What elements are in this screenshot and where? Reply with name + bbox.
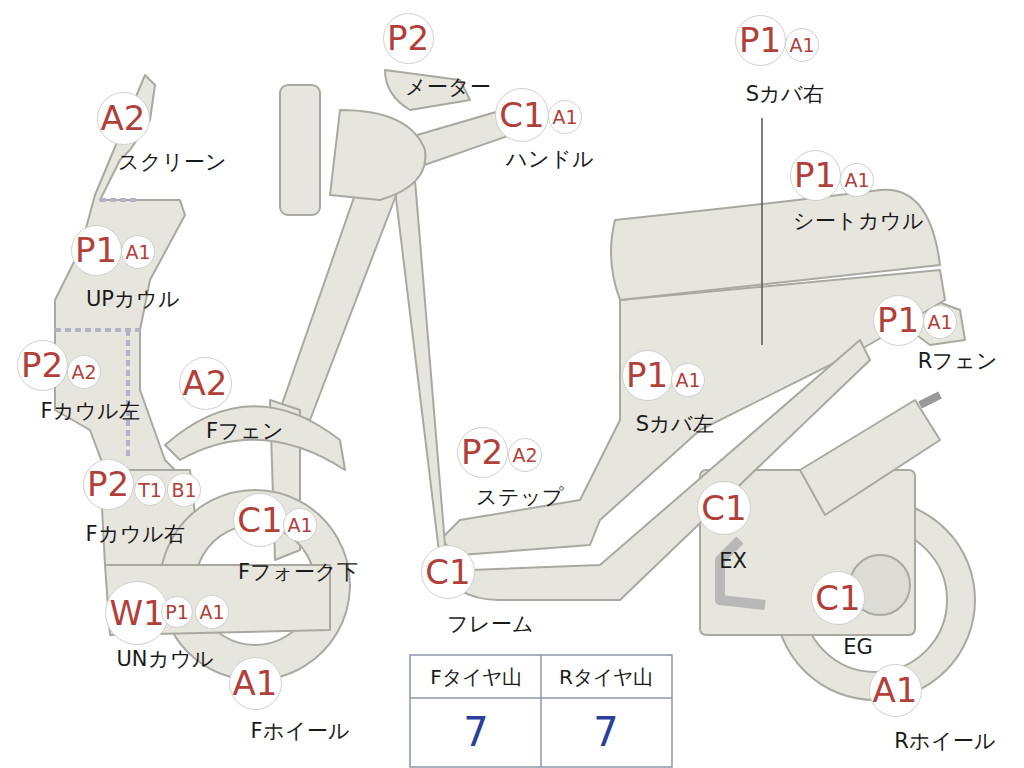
part-name: Fカウル左 — [40, 400, 139, 423]
damage-code-small-circle: A1 — [671, 363, 705, 397]
damage-code: C1 — [237, 503, 282, 537]
damage-code: A2 — [183, 366, 228, 400]
damage-code-circle: A1 — [229, 657, 282, 710]
damage-code-circle: P1 — [71, 225, 122, 276]
damage-code-small-circle: A1 — [548, 100, 582, 134]
part-name: メーター — [405, 76, 491, 99]
damage-code: P1 — [877, 303, 919, 337]
damage-code: T1 — [138, 481, 162, 500]
table-header: Rタイヤ山 — [559, 667, 653, 687]
damage-code-small-circle: A1 — [195, 595, 229, 629]
damage-code: P1 — [626, 358, 668, 392]
damage-code: P1 — [794, 158, 836, 192]
damage-code-circle: P1 — [735, 15, 786, 66]
damage-code-circle: A2 — [97, 92, 150, 145]
damage-code-small-circle: A1 — [785, 28, 819, 62]
part-name: Fカウル右 — [85, 523, 184, 546]
damage-code: C1 — [815, 581, 860, 615]
part-name: ステップ — [476, 486, 564, 509]
damage-code: C1 — [499, 98, 544, 132]
damage-code: A1 — [675, 371, 700, 390]
part-name: Fフォーク下 — [238, 561, 358, 584]
part-name: Sカバ右 — [746, 83, 824, 106]
damage-code-circle: C1 — [495, 88, 549, 142]
damage-code: A1 — [199, 603, 224, 622]
damage-code-small-circle: A1 — [923, 305, 957, 339]
damage-code-circle: P2 — [17, 340, 68, 391]
damage-code: P1 — [165, 603, 189, 622]
part-name: スクリーン — [118, 151, 227, 174]
damage-code-circle: P1 — [622, 350, 673, 401]
damage-code: A1 — [287, 516, 312, 535]
part-name: Rホイール — [894, 730, 996, 753]
damage-code: B1 — [171, 481, 196, 500]
table-header: Fタイヤ山 — [430, 667, 522, 687]
damage-code-small-circle: P1 — [161, 596, 193, 628]
damage-code: C1 — [425, 555, 470, 589]
damage-code: A1 — [927, 313, 952, 332]
damage-code-circle: C1 — [697, 481, 751, 535]
damage-code-small-circle: A1 — [840, 163, 874, 197]
part-name: EX — [719, 550, 747, 573]
damage-code: P2 — [87, 467, 129, 501]
damage-code-small-circle: T1 — [134, 474, 166, 506]
damage-code-circle: P2 — [83, 459, 134, 510]
damage-code-circle: P1 — [873, 295, 924, 346]
damage-code: A1 — [844, 171, 869, 190]
damage-code: A1 — [233, 666, 278, 700]
damage-code-small-circle: B1 — [167, 473, 201, 507]
damage-code: A1 — [873, 673, 918, 707]
part-name: ハンドル — [506, 148, 594, 171]
damage-code-small-circle: A1 — [121, 235, 155, 269]
damage-code: A1 — [552, 108, 577, 127]
damage-code: P2 — [21, 348, 63, 382]
table-value: 7 — [463, 712, 488, 752]
damage-code: A2 — [101, 101, 146, 135]
part-name: Sカバ左 — [636, 413, 714, 436]
part-name: Fフェン — [206, 420, 284, 443]
part-name: UPカウル — [86, 288, 180, 311]
damage-code: A1 — [125, 243, 150, 262]
damage-code-small-circle: A2 — [508, 438, 542, 472]
part-name: UNカウル — [116, 648, 213, 671]
part-name: シートカウル — [793, 210, 924, 233]
damage-code-circle: P1 — [790, 150, 841, 201]
damage-code: A1 — [789, 36, 814, 55]
damage-code-circle: P2 — [383, 13, 434, 64]
damage-code: P1 — [75, 233, 117, 267]
table-value: 7 — [593, 712, 618, 752]
damage-code-circle: A1 — [869, 664, 922, 717]
damage-code: C1 — [701, 491, 746, 525]
damage-code: W1 — [109, 596, 164, 630]
damage-code-circle: C1 — [233, 493, 287, 547]
damage-code: P2 — [461, 435, 503, 469]
damage-code: P2 — [387, 21, 429, 55]
damage-code: P1 — [739, 23, 781, 57]
part-name: Rフェン — [918, 350, 999, 373]
part-name: EG — [843, 636, 873, 659]
damage-code: A2 — [512, 446, 537, 465]
damage-code-circle: P2 — [457, 427, 508, 478]
damage-code-small-circle: A2 — [67, 355, 101, 389]
damage-code-small-circle: A1 — [283, 508, 317, 542]
damage-code-circle: A2 — [179, 357, 232, 410]
part-name: フレーム — [447, 613, 534, 636]
damage-code-circle: C1 — [421, 545, 475, 599]
damage-code-circle: W1 — [105, 581, 169, 645]
part-name: Fホイール — [250, 720, 349, 743]
damage-code-circle: C1 — [811, 571, 865, 625]
damage-code: A2 — [71, 363, 96, 382]
